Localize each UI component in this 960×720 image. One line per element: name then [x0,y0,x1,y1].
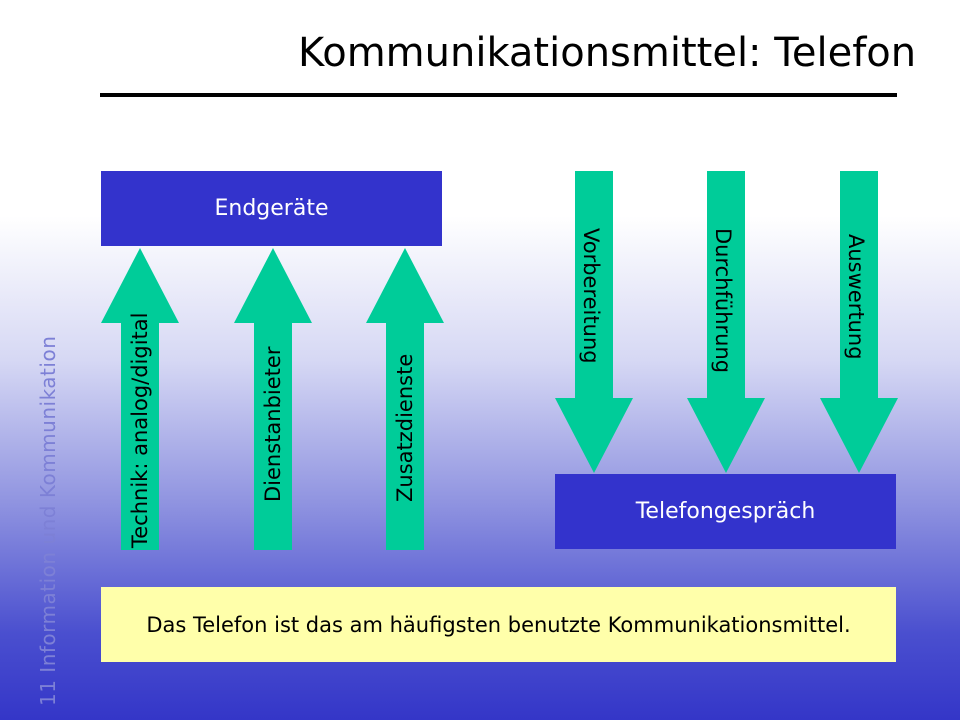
arrow-down-auswertung [820,171,898,473]
slide-title: Kommunikationsmittel: Telefon [298,30,917,76]
label-vorbereitung: Vorbereitung [579,228,603,364]
side-label: 11 Information und Kommunikation [36,335,60,706]
label-dienstanbieter: Dienstanbieter [261,346,285,502]
arrow-up-technik [101,248,179,550]
label-technik: Technik: analog/digital [128,312,152,549]
label-auswertung: Auswertung [844,234,868,360]
label-durchfuehrung: Durchführung [711,228,735,374]
telefongespraech-box: Telefongespräch [555,474,896,549]
arrow-up-zusatzdienste [366,248,444,550]
arrow-down-durchfuehrung [687,171,765,473]
endgeraete-box: Endgeräte [101,171,442,246]
label-zusatzdienste: Zusatzdienste [393,353,417,502]
arrow-down-vorbereitung [555,171,633,473]
summary-note: Das Telefon ist das am häufigsten benutz… [101,587,896,662]
arrow-up-dienstanbieter [234,248,312,550]
title-underline [100,93,897,97]
